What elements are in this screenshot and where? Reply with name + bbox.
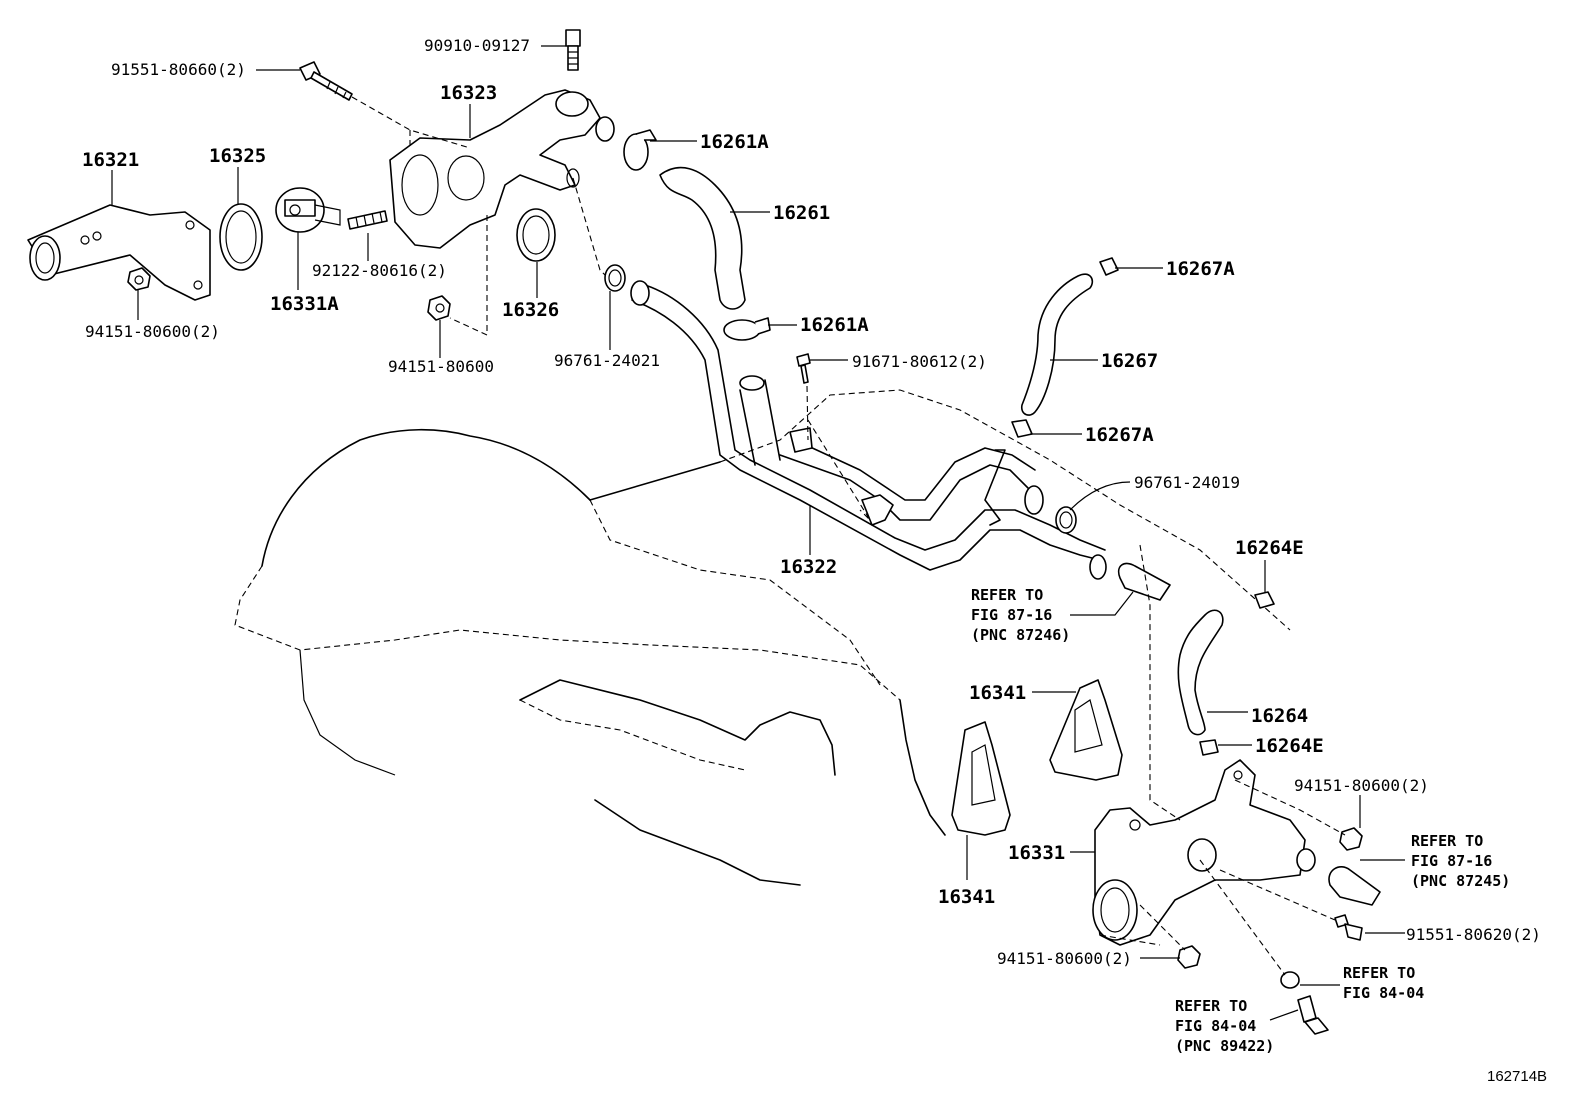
- nut-94151-80600-bottom: [1177, 945, 1201, 969]
- hose-ref-87245: [1328, 866, 1381, 906]
- ref-87245-line1: REFER TO: [1411, 832, 1484, 850]
- label-90910-09127: 90910-09127: [424, 36, 530, 55]
- sensor-pnc-89422: [1297, 995, 1329, 1035]
- label-16267A-bottom: 16267A: [1085, 424, 1154, 446]
- ref-87245-line2: FIG 87-16: [1411, 852, 1493, 870]
- gasket-fig-84-04: [1280, 971, 1300, 989]
- label-91551-80620: 91551-80620(2): [1406, 925, 1541, 944]
- label-16267: 16267: [1101, 350, 1159, 372]
- ref-89422-line3: (PNC 89422): [1175, 1037, 1275, 1055]
- reference-note-pnc-89422: REFER TO FIG 84-04 (PNC 89422): [1175, 996, 1274, 1056]
- nut-94151-80600-left: [127, 267, 151, 291]
- hose-clamp-16264E-bottom: [1199, 739, 1219, 756]
- sensor-plug-90910-09127: [565, 29, 581, 71]
- reference-note-pnc-87245: REFER TO FIG 87-16 (PNC 87245): [1411, 831, 1510, 891]
- label-16331: 16331: [1008, 842, 1066, 864]
- ref-87246-line3: (PNC 87246): [971, 626, 1071, 644]
- label-16264: 16264: [1251, 705, 1309, 727]
- label-96761-24021: 96761-24021: [554, 351, 660, 370]
- label-16264E-top: 16264E: [1235, 537, 1304, 559]
- o-ring-96761-24019: [1055, 506, 1077, 534]
- label-94151-80600-2-bottom: 94151-80600(2): [997, 949, 1132, 968]
- water-outlet-16323: [389, 89, 615, 249]
- hose-ref-87246: [1117, 562, 1171, 601]
- bolt-91551-80620: [1334, 914, 1363, 941]
- gasket-16341-lower: [951, 721, 1011, 836]
- label-91551-80660: 91551-80660(2): [111, 60, 246, 79]
- water-inlet-16331: [1092, 759, 1316, 946]
- label-16341-top: 16341: [969, 682, 1027, 704]
- water-pipe-16322: [630, 280, 1107, 580]
- stud-92122-80616: [347, 210, 388, 230]
- hose-clamp-16261A-top: [623, 129, 657, 171]
- hose-clamp-16261A-mid: [723, 317, 771, 341]
- gasket-16325: [219, 203, 263, 271]
- label-16331A: 16331A: [270, 293, 339, 315]
- hose-16264: [1177, 609, 1224, 736]
- leader-lines: [111, 45, 1405, 1021]
- reference-note-pnc-87246: REFER TO FIG 87-16 (PNC 87246): [971, 585, 1070, 645]
- label-91671-80612: 91671-80612(2): [852, 352, 987, 371]
- label-16261A-mid: 16261A: [800, 314, 869, 336]
- engine-block-outline: [234, 389, 1291, 886]
- label-16325: 16325: [209, 145, 267, 167]
- ref-87246-line2: FIG 87-16: [971, 606, 1053, 624]
- ref-8404-line2: FIG 84-04: [1343, 984, 1425, 1002]
- label-94151-80600-2-left: 94151-80600(2): [85, 322, 220, 341]
- reference-note-fig-84-04: REFER TO FIG 84-04: [1343, 963, 1424, 1003]
- ref-89422-line2: FIG 84-04: [1175, 1017, 1257, 1035]
- assembly-lines: [351, 96, 1346, 976]
- gasket-16341-upper: [1049, 679, 1123, 781]
- label-16261: 16261: [773, 202, 831, 224]
- hose-clamp-16267A-bottom: [1011, 419, 1033, 438]
- hose-16267: [1020, 273, 1094, 416]
- nut-94151-80600-mid: [427, 295, 451, 321]
- label-16341-bottom: 16341: [938, 886, 996, 908]
- hose-16261: [659, 166, 746, 310]
- hose-clamp-16264E-top: [1254, 591, 1275, 609]
- ref-87245-line3: (PNC 87245): [1411, 872, 1511, 890]
- label-16264E-bottom: 16264E: [1255, 735, 1324, 757]
- ref-8404-line1: REFER TO: [1343, 964, 1416, 982]
- o-ring-96761-24021: [604, 264, 626, 292]
- label-16261A-top: 16261A: [700, 131, 769, 153]
- ref-89422-line1: REFER TO: [1175, 997, 1248, 1015]
- label-96761-24019: 96761-24019: [1134, 473, 1240, 492]
- water-inlet-pipe-16321: [27, 204, 211, 301]
- ref-87246-line1: REFER TO: [971, 586, 1044, 604]
- thermostat-16331A: [275, 187, 341, 233]
- nut-94151-80600-right: [1339, 827, 1363, 851]
- label-16321: 16321: [82, 149, 140, 171]
- label-16326: 16326: [502, 299, 560, 321]
- label-92122-80616: 92122-80616(2): [312, 261, 447, 280]
- figure-code: 162714B: [1487, 1068, 1548, 1085]
- label-16323: 16323: [440, 82, 498, 104]
- bolt-91551-80660: [299, 61, 353, 101]
- label-94151-80600: 94151-80600: [388, 357, 494, 376]
- label-16322: 16322: [780, 556, 838, 578]
- o-ring-16326: [516, 208, 556, 262]
- hose-clamp-16267A-top: [1099, 257, 1119, 276]
- label-16267A-top: 16267A: [1166, 258, 1235, 280]
- label-94151-80600-2-right: 94151-80600(2): [1294, 776, 1429, 795]
- bolt-91671-80612: [796, 353, 811, 384]
